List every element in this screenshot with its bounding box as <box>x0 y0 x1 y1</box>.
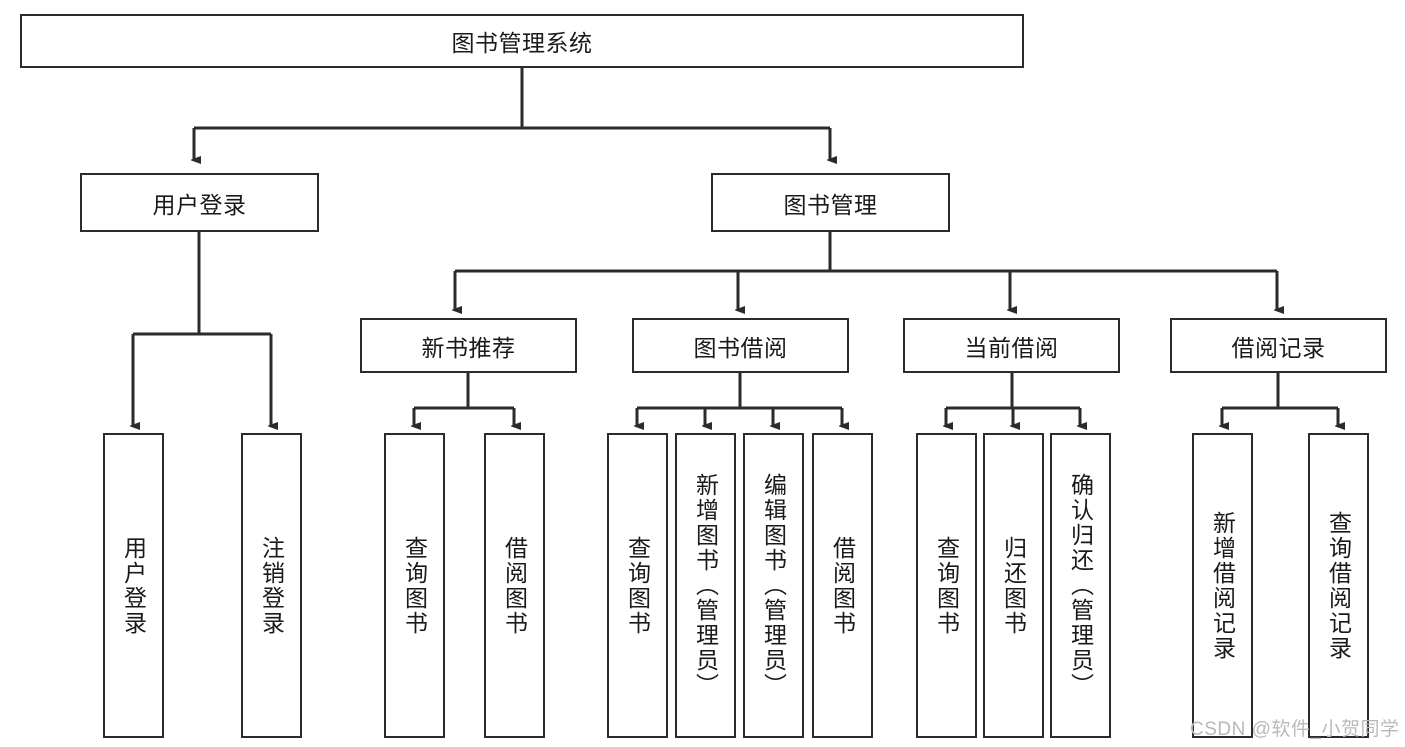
node-label: 借阅图书 <box>829 535 856 636</box>
node-label: 新增借阅记录 <box>1209 510 1236 661</box>
leaf-borrow-query-book[interactable]: 查询图书 <box>607 433 668 738</box>
leaf-records-add-record[interactable]: 新增借阅记录 <box>1192 433 1253 738</box>
node-label: 查询图书 <box>401 535 428 636</box>
node-label: 当前借阅 <box>964 334 1059 361</box>
node-label: 归还图书 <box>1000 535 1027 636</box>
leaf-newbook-query-book[interactable]: 查询图书 <box>384 433 445 738</box>
node-current-borrow[interactable]: 当前借阅 <box>903 318 1120 373</box>
leaf-newbook-borrow-book[interactable]: 借阅图书 <box>484 433 545 738</box>
leaf-current-return-book[interactable]: 归还图书 <box>983 433 1044 738</box>
node-label: 确认归还（管理员） <box>1067 473 1094 698</box>
leaf-borrow-borrow-book[interactable]: 借阅图书 <box>812 433 873 738</box>
node-new-book-recommend[interactable]: 新书推荐 <box>360 318 577 373</box>
node-borrow-records[interactable]: 借阅记录 <box>1170 318 1387 373</box>
node-label: 用户登录 <box>120 535 147 636</box>
node-label: 图书借阅 <box>693 334 788 361</box>
node-label: 编辑图书（管理员） <box>760 473 787 698</box>
node-user-login[interactable]: 用户登录 <box>80 173 319 232</box>
leaf-borrow-edit-book-admin[interactable]: 编辑图书（管理员） <box>743 433 804 738</box>
leaf-records-query-record[interactable]: 查询借阅记录 <box>1308 433 1369 738</box>
leaf-user-login-signout[interactable]: 注销登录 <box>241 433 302 738</box>
watermark-csdn: CSDN @软件_小贺同学 <box>1190 719 1400 740</box>
node-label: 查询图书 <box>933 535 960 636</box>
leaf-current-confirm-return-admin[interactable]: 确认归还（管理员） <box>1050 433 1111 738</box>
node-label: 图书管理 <box>783 191 878 218</box>
node-label: 查询图书 <box>624 535 651 636</box>
leaf-user-login-signin[interactable]: 用户登录 <box>103 433 164 738</box>
node-label: 新增图书（管理员） <box>692 473 719 698</box>
node-label: 图书管理系统 <box>451 30 593 56</box>
node-label: 新书推荐 <box>421 334 516 361</box>
node-book-borrow[interactable]: 图书借阅 <box>632 318 849 373</box>
node-label: 借阅记录 <box>1231 334 1326 361</box>
node-book-management[interactable]: 图书管理 <box>711 173 950 232</box>
leaf-borrow-add-book-admin[interactable]: 新增图书（管理员） <box>675 433 736 738</box>
node-label: 注销登录 <box>258 535 285 636</box>
node-label: 借阅图书 <box>501 535 528 636</box>
node-label: 用户登录 <box>152 191 247 218</box>
node-root-system[interactable]: 图书管理系统 <box>20 14 1024 68</box>
leaf-current-query-book[interactable]: 查询图书 <box>916 433 977 738</box>
node-label: 查询借阅记录 <box>1325 510 1352 661</box>
